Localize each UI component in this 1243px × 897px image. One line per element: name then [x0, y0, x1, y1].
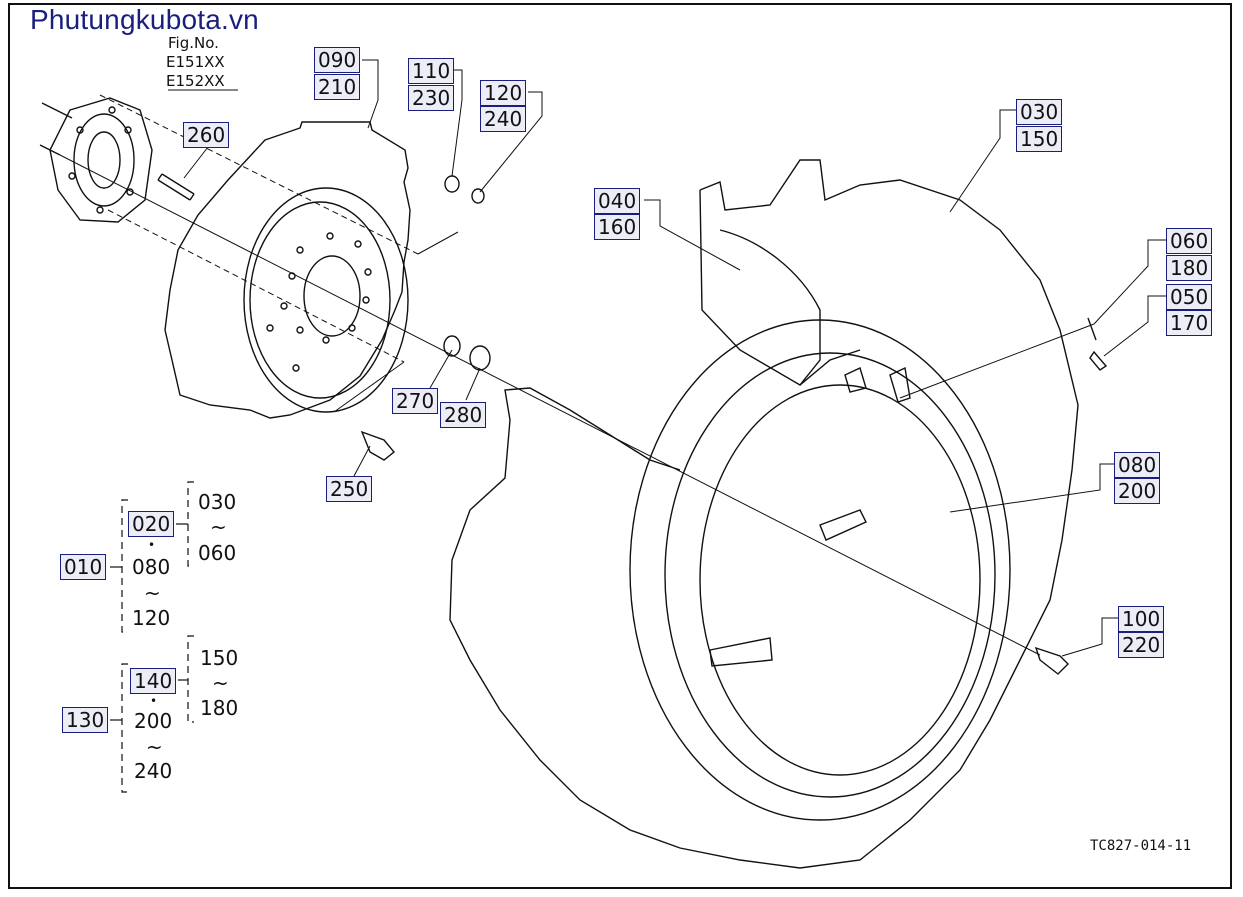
callout-140[interactable]: 140 [130, 668, 177, 694]
figure-label: Fig.No. [168, 34, 219, 52]
range-150: 150 [200, 646, 239, 670]
tire [449, 159, 1079, 869]
callout-130[interactable]: 130 [62, 707, 109, 733]
range-200: 200 [134, 709, 173, 733]
brand-watermark: Phutungkubota.vn [30, 4, 259, 35]
callout-120[interactable]: 120 [480, 80, 527, 106]
range-080: 080 [132, 555, 171, 579]
callout-150[interactable]: 150 [1016, 126, 1063, 152]
callout-200[interactable]: 200 [1114, 478, 1161, 504]
figure-code-1: E151XX [166, 53, 225, 71]
callout-180[interactable]: 180 [1166, 255, 1213, 281]
wheel-disc [164, 121, 411, 419]
callout-170[interactable]: 170 [1166, 310, 1213, 336]
callout-230[interactable]: 230 [408, 85, 455, 111]
callout-100[interactable]: 100 [1118, 606, 1165, 632]
range-tilde-1: ~ [210, 515, 227, 539]
callout-050[interactable]: 050 [1166, 284, 1213, 310]
callout-080[interactable]: 080 [1114, 452, 1161, 478]
callout-280[interactable]: 280 [440, 402, 487, 428]
drawing-code: TC827-014-11 [1090, 838, 1192, 854]
range-tilde-4: ~ [146, 735, 163, 759]
callout-040[interactable]: 040 [594, 188, 641, 214]
range-tilde-2: ~ [144, 581, 161, 605]
callout-240[interactable]: 240 [480, 106, 527, 132]
callout-160[interactable]: 160 [594, 214, 641, 240]
hub-flange [49, 97, 153, 223]
callout-090[interactable]: 090 [314, 47, 361, 73]
callout-060[interactable]: 060 [1166, 228, 1213, 254]
callout-210[interactable]: 210 [314, 74, 361, 100]
range-tilde-3: ~ [212, 671, 229, 695]
drawing-frame [8, 3, 1232, 889]
callout-110[interactable]: 110 [408, 58, 455, 84]
range-060: 060 [198, 541, 237, 565]
range-120: 120 [132, 606, 171, 630]
stud-260 [157, 173, 195, 201]
dot-1: • [148, 538, 156, 552]
range-180: 180 [200, 696, 239, 720]
callout-270[interactable]: 270 [392, 388, 439, 414]
callout-220[interactable]: 220 [1118, 632, 1165, 658]
figure-code-2: E152XX [166, 72, 225, 90]
range-030: 030 [198, 490, 237, 514]
callout-010[interactable]: 010 [60, 554, 107, 580]
callout-260[interactable]: 260 [183, 122, 230, 148]
range-240: 240 [134, 759, 173, 783]
callout-020[interactable]: 020 [128, 511, 175, 537]
callout-250[interactable]: 250 [326, 476, 373, 502]
callout-030[interactable]: 030 [1016, 99, 1063, 125]
dot-2: • [150, 694, 158, 708]
